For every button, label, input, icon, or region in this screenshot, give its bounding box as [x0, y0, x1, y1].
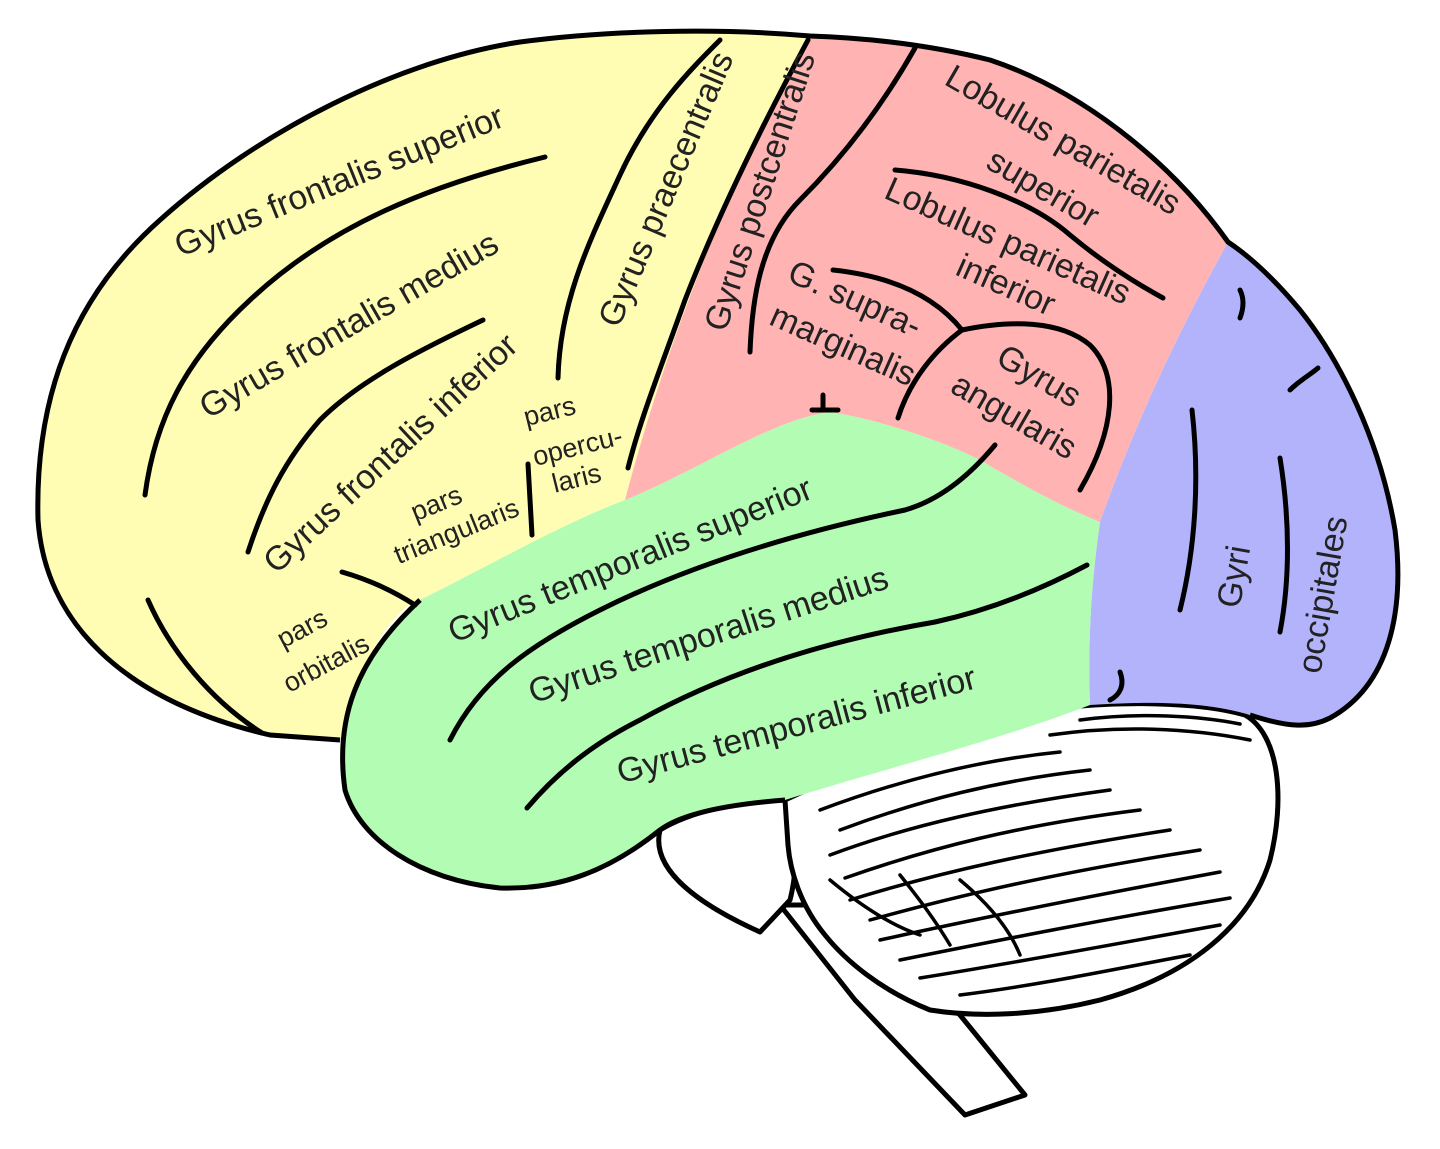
occipital-lobe	[1089, 242, 1398, 726]
sulci	[142, 37, 1321, 811]
cerebellum-folia	[818, 713, 1252, 997]
parietal-lobe	[625, 36, 1228, 522]
cerebrum-outline	[35, 28, 1401, 743]
frontal-lobe	[37, 31, 811, 740]
temporal-outline	[340, 598, 786, 891]
temporal-lobe	[342, 412, 1100, 889]
